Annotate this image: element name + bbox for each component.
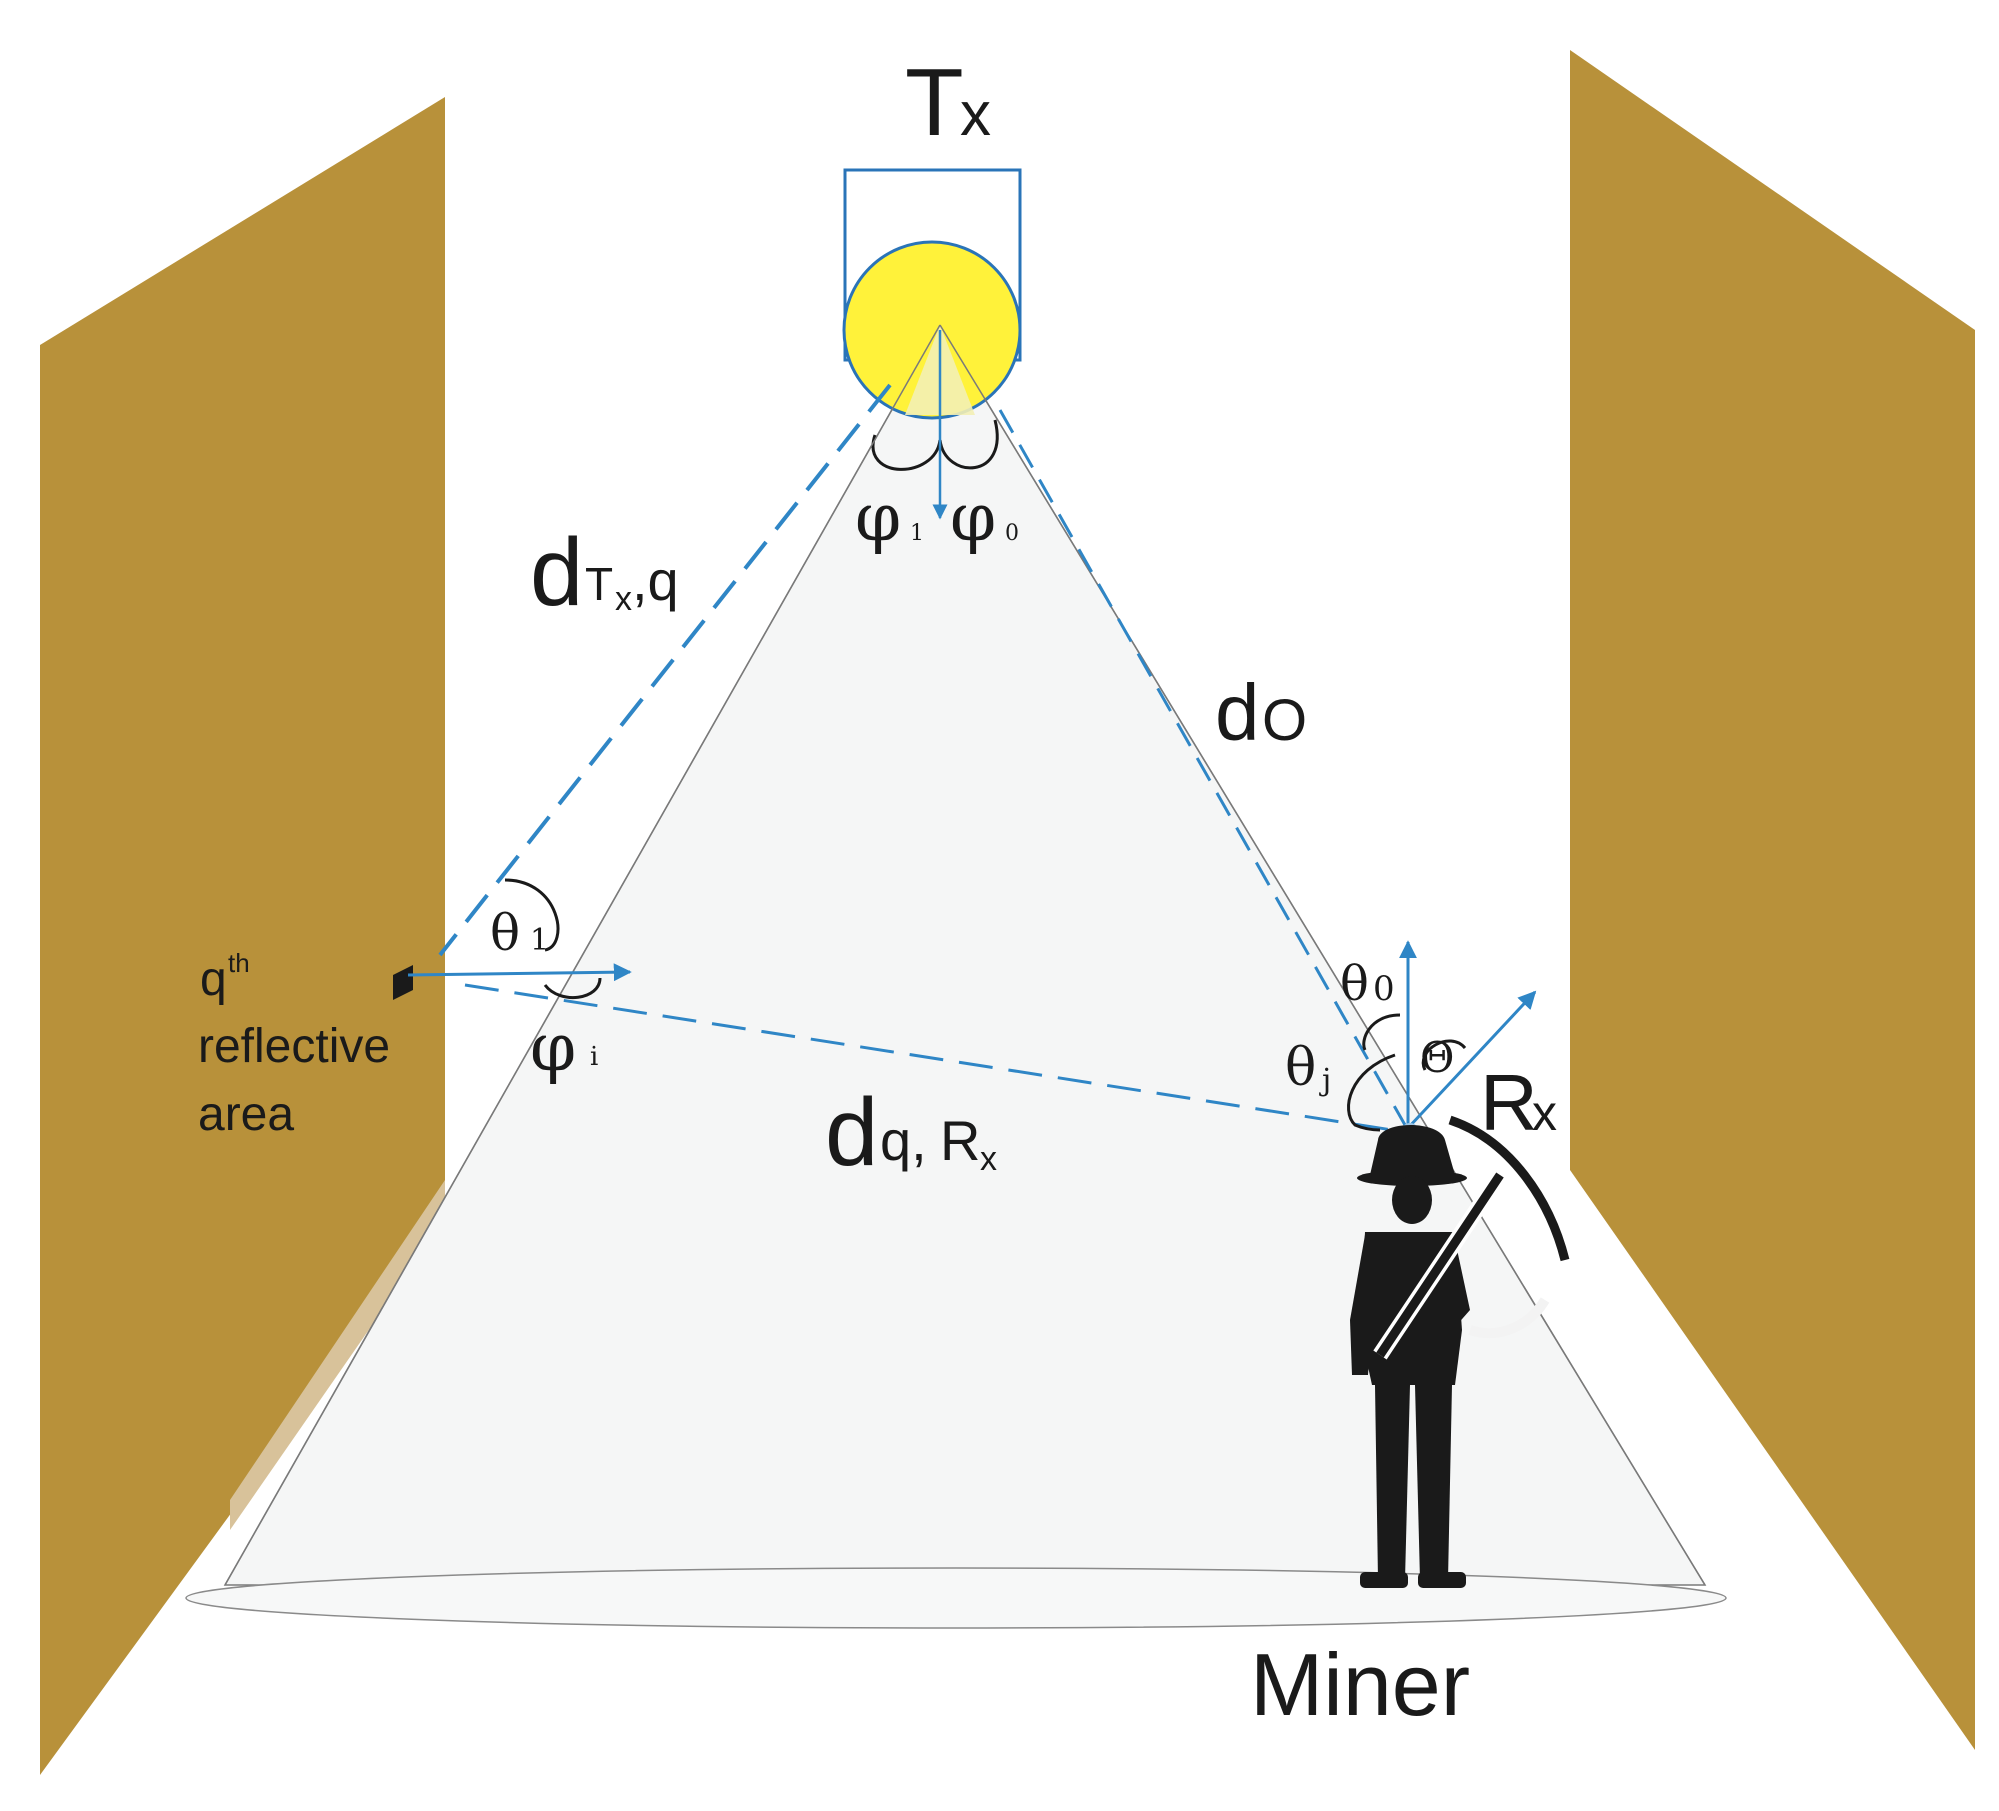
right-wall (1570, 50, 1975, 1750)
svg-text:x: x (960, 80, 991, 149)
label-rx: R x (1480, 1058, 1557, 1147)
svg-text:0: 0 (1005, 521, 1019, 546)
svg-text:φ: φ (530, 1009, 576, 1086)
svg-text:1: 1 (910, 521, 924, 546)
svg-text:O: O (1262, 688, 1307, 753)
phi0-arc (938, 419, 999, 470)
svg-text:q,: q, (880, 1109, 927, 1172)
label-fov: Θ (1420, 1033, 1454, 1082)
svg-text:θ: θ (1340, 956, 1369, 1012)
phi1-arc (871, 434, 942, 471)
svg-text:R: R (1480, 1058, 1538, 1147)
svg-text:d: d (825, 1079, 878, 1186)
svg-text:i: i (590, 1042, 598, 1072)
ray-tx-to-rx-direct (998, 409, 1407, 1126)
label-tx: T x (905, 49, 991, 156)
svg-text:x: x (615, 580, 632, 618)
svg-text:T: T (585, 558, 613, 610)
ray-tx-to-q (438, 383, 892, 957)
label-reflective: reflective (198, 1020, 390, 1073)
svg-text:R: R (940, 1109, 980, 1172)
label-q-th: q th (200, 948, 250, 1006)
lamp-icon (842, 240, 1022, 420)
svg-text:0: 0 (1373, 969, 1395, 1009)
svg-text:1: 1 (530, 923, 549, 958)
svg-text:th: th (228, 948, 250, 978)
label-theta0: θ 0 (1340, 956, 1395, 1012)
label-d-tx-q: d T x ,q (530, 519, 679, 626)
pickaxe-icon (1373, 1115, 1570, 1360)
cone-left-edge (224, 324, 941, 1586)
label-thetaj: θ j (1285, 1038, 1331, 1098)
label-phii: φ i (530, 1009, 598, 1086)
svg-text:x: x (1532, 1085, 1557, 1141)
svg-text:,q: ,q (632, 549, 679, 612)
q-normal-arrow (407, 963, 632, 982)
thetaj-arc (1347, 1053, 1396, 1132)
left-wall-shadow (230, 1180, 445, 1530)
label-d-q-rx: d q, R x (825, 1079, 997, 1186)
label-phi1: φ 1 (855, 479, 924, 556)
fov-arc (1421, 1039, 1467, 1071)
label-d-o: d O (1215, 668, 1307, 757)
label-phi0: φ 0 (950, 479, 1019, 556)
svg-text:θ: θ (1285, 1038, 1316, 1098)
svg-text:x: x (980, 1140, 997, 1178)
label-area: area (198, 1088, 294, 1141)
cone-base-ellipse (185, 1567, 1727, 1629)
svg-text:φ: φ (950, 479, 996, 556)
svg-text:d: d (1215, 668, 1260, 757)
ray-q-to-rx (464, 983, 1406, 1134)
rx-fov-arrow (1406, 990, 1537, 1130)
svg-text:θ: θ (490, 904, 520, 962)
label-theta1: θ 1 (490, 904, 549, 962)
label-miner: Miner (1250, 1635, 1470, 1734)
phii-arc (543, 977, 602, 1000)
svg-text:T: T (905, 49, 964, 156)
theta1-arc (504, 878, 560, 952)
svg-text:φ: φ (855, 479, 901, 556)
cone-right-edge (939, 324, 1706, 1586)
svg-text:j: j (1319, 1063, 1331, 1098)
svg-text:q: q (200, 953, 227, 1006)
svg-text:d: d (530, 519, 583, 626)
theta0-arc (1362, 1013, 1401, 1051)
